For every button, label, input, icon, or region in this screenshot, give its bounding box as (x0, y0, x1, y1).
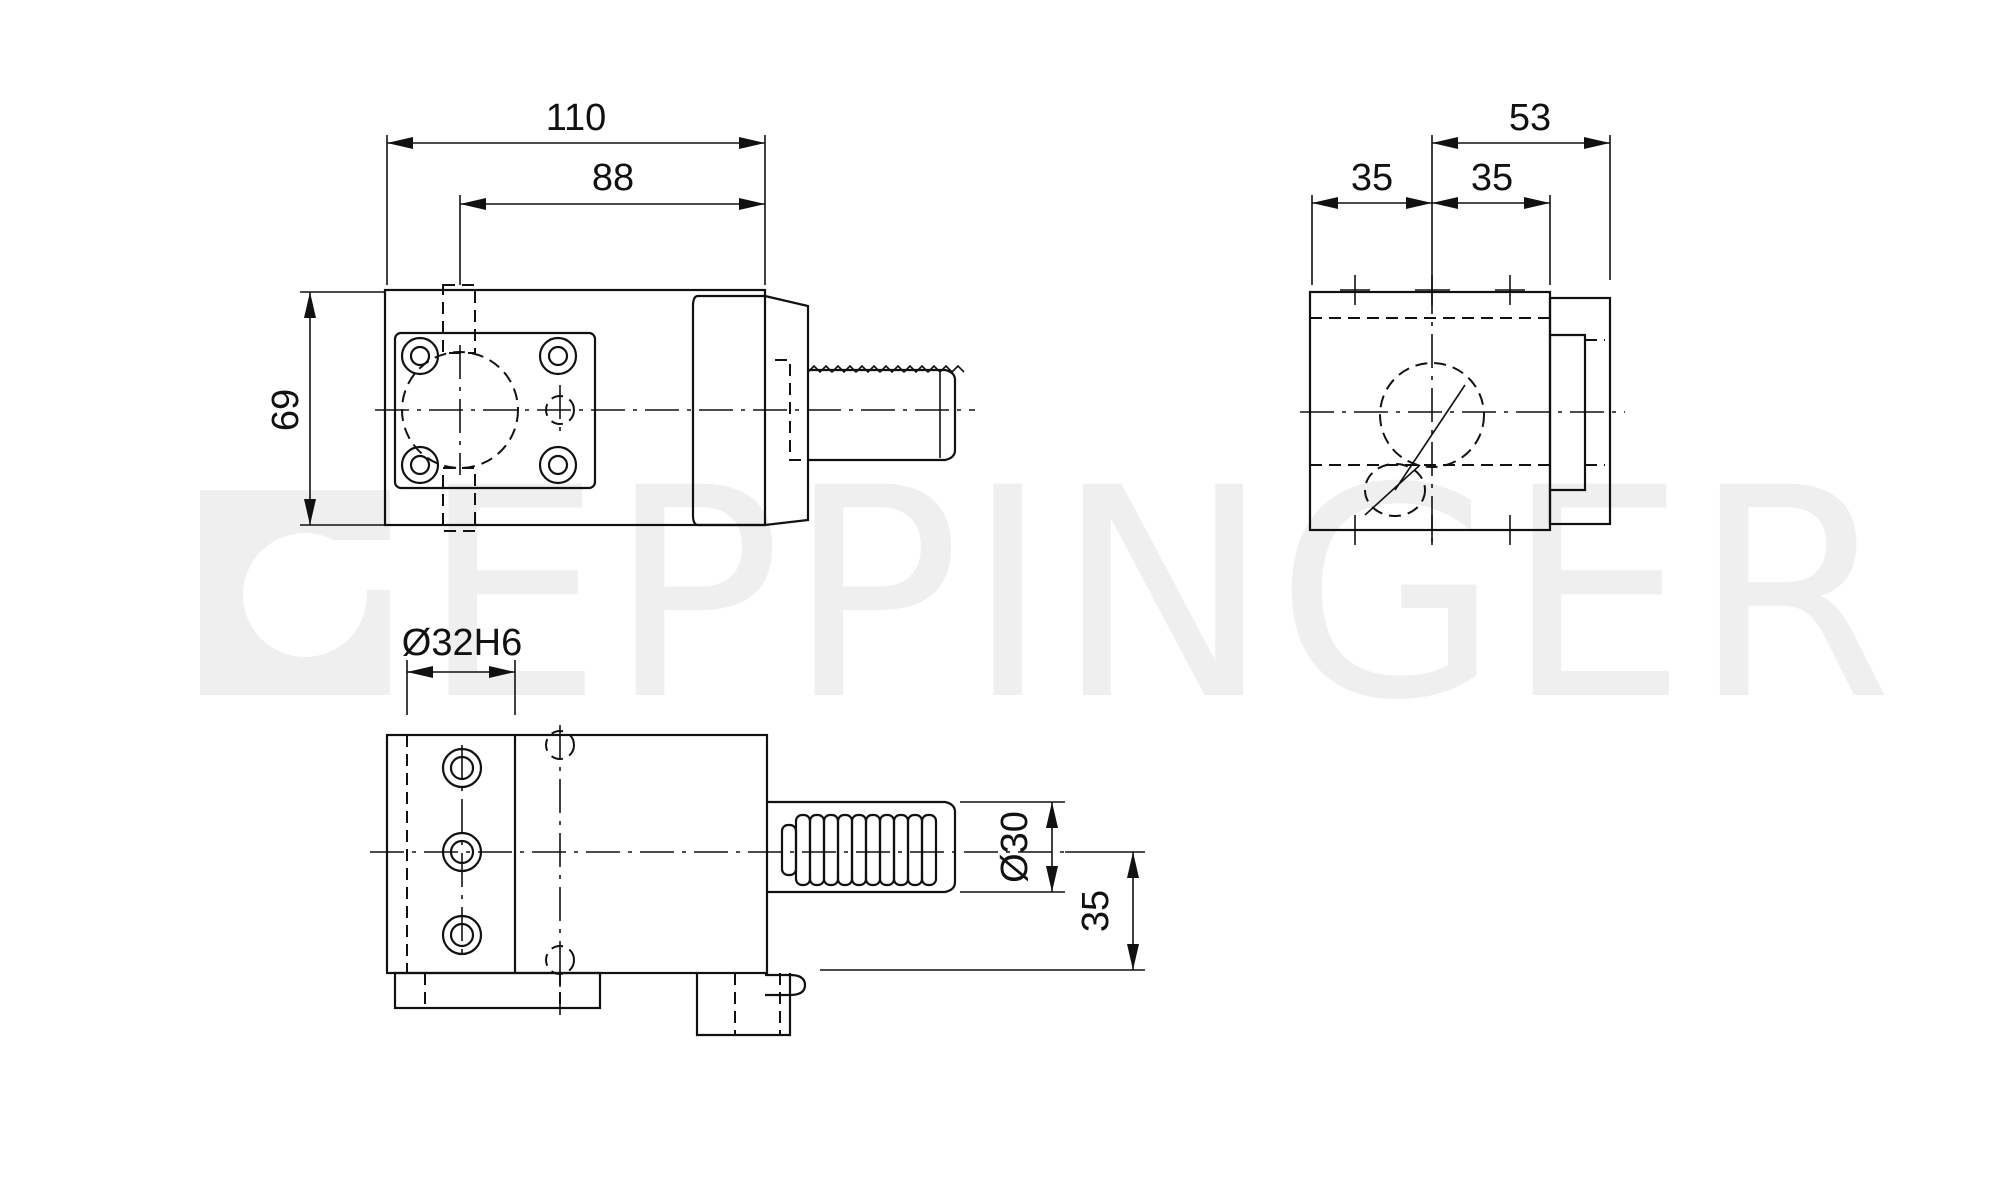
top-clamp-pin-upper (442, 284, 476, 354)
bottom-view: Ø32H6 Ø30 35 (370, 622, 1145, 1037)
top-front-flange (691, 294, 810, 527)
dim-side-left-spacing: 35 (1311, 157, 1432, 285)
top-body-outline (383, 288, 767, 527)
top-view: 110 88 69 (265, 97, 975, 532)
dim-top-overall-length: 110 (386, 97, 766, 285)
top-screw-icon (400, 336, 578, 485)
dim-bottom-shank-diameter: Ø30 (960, 801, 1065, 893)
svg-text:69: 69 (265, 389, 307, 431)
bottom-shank-thread (780, 813, 938, 887)
dim-side-right-spacing: 35 (1432, 157, 1551, 285)
svg-text:53: 53 (1509, 97, 1551, 139)
svg-text:110: 110 (546, 97, 607, 139)
svg-text:35: 35 (1351, 157, 1393, 199)
top-shank-thread (807, 364, 965, 374)
bottom-shank (767, 800, 957, 894)
side-angled-hole-icon (1364, 463, 1426, 517)
svg-text:35: 35 (1471, 157, 1513, 199)
top-clamp-pin-lower (442, 467, 476, 532)
svg-text:Ø32H6: Ø32H6 (402, 622, 522, 664)
dim-bottom-bore: Ø32H6 (402, 622, 522, 715)
dim-top-height: 69 (265, 291, 385, 526)
svg-text:88: 88 (592, 157, 634, 199)
dim-top-hole-to-end: 88 (459, 157, 765, 285)
side-flange (1548, 296, 1612, 526)
watermark-text: EPPINGER (420, 427, 1897, 764)
watermark: EPPINGER (200, 427, 1897, 764)
side-view: 53 35 35 (1300, 97, 1625, 545)
dim-side-overall-width: 53 (1431, 97, 1611, 280)
dim-bottom-center-height: 35 (820, 851, 1145, 971)
top-shank (808, 368, 957, 462)
bottom-lower-plate (393, 971, 602, 1010)
eppinger-logo-icon (200, 490, 390, 695)
svg-text:Ø30: Ø30 (994, 811, 1036, 883)
bottom-foot-block (695, 973, 792, 1037)
svg-text:35: 35 (1075, 890, 1117, 932)
